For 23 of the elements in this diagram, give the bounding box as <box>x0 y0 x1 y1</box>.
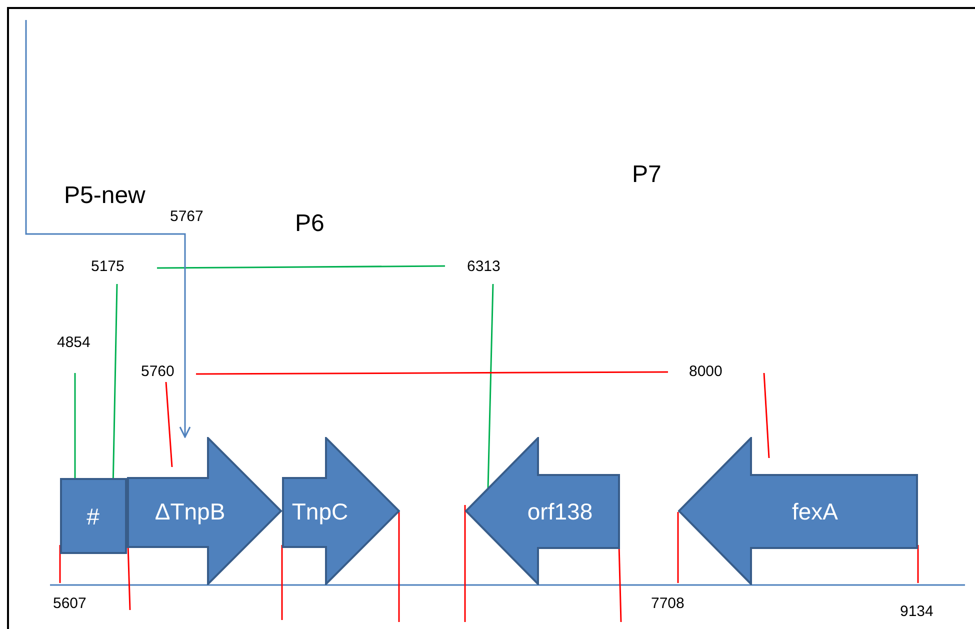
gene-block <box>60 478 127 554</box>
position-number: 4854 <box>57 335 90 350</box>
region-label: P6 <box>295 212 324 236</box>
gene-shape <box>282 437 400 585</box>
region-label: P7 <box>632 163 662 187</box>
position-number: 5607 <box>53 596 86 611</box>
position-number: 7708 <box>651 596 684 611</box>
gene-label: fexA <box>792 500 838 524</box>
gene-label: ΔTnpB <box>154 500 226 524</box>
arrow <box>25 20 191 438</box>
position-number: 6313 <box>467 259 500 274</box>
gene-shape <box>127 437 282 585</box>
gene-label: orf138 <box>527 500 593 524</box>
region-label: P5-new <box>64 184 146 208</box>
position-number: 5767 <box>170 209 204 224</box>
gene-shape <box>465 437 620 585</box>
position-number: 5760 <box>141 364 174 379</box>
position-number: 8000 <box>689 364 722 379</box>
gene-label: # <box>86 506 100 528</box>
gene-label: TnpC <box>292 500 348 524</box>
position-number: 9134 <box>900 604 934 619</box>
gene-shape <box>678 437 918 585</box>
position-number: 5175 <box>91 259 124 274</box>
